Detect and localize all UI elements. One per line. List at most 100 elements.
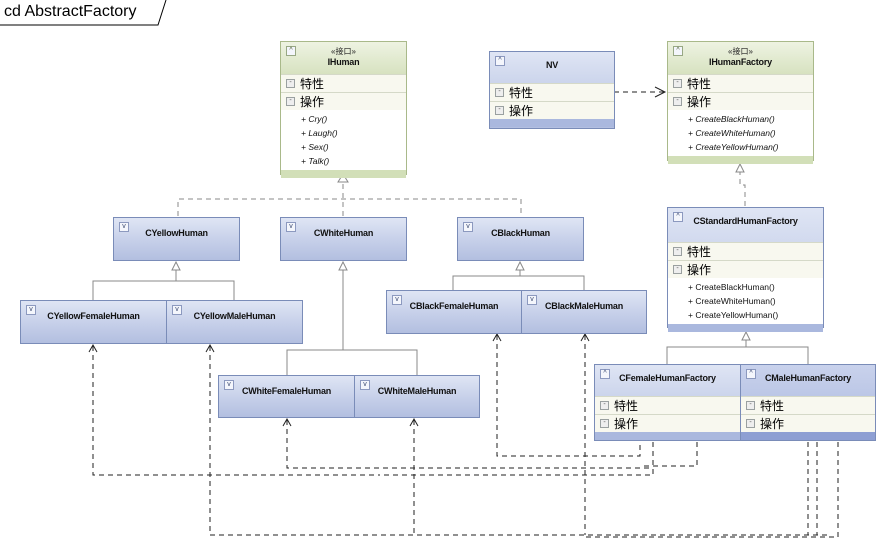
class-name: CWhiteHuman: [313, 228, 374, 238]
operations-section[interactable]: -操作: [490, 101, 614, 119]
operation-item[interactable]: + CreateWhiteHuman(): [688, 296, 776, 306]
minus-box-icon[interactable]: -: [673, 265, 682, 274]
operations-section[interactable]: -操作: [281, 92, 406, 110]
class-name: CFemaleHumanFactory: [619, 373, 716, 383]
minus-box-icon[interactable]: -: [286, 79, 295, 88]
class-footer: [595, 432, 740, 440]
class-header: ^ CMaleHumanFactory: [741, 365, 875, 396]
minus-box-icon[interactable]: -: [495, 88, 504, 97]
realization-arrow-ihuman: [337, 173, 349, 183]
section-label: 操作: [687, 263, 712, 277]
chevron-down-icon[interactable]: v: [119, 222, 129, 232]
class-cfemalehumanfactory[interactable]: ^ CFemaleHumanFactory -特性 -操作: [594, 364, 741, 441]
operation-item[interactable]: + CreateYellowHuman(): [688, 310, 779, 320]
chevron-down-icon[interactable]: v: [26, 305, 36, 315]
class-name: CBlackFemaleHuman: [409, 301, 499, 311]
dependency-arrow-cblackmale: [580, 332, 590, 342]
chevron-down-icon[interactable]: v: [172, 305, 182, 315]
operation-item[interactable]: + CreateYellowHuman(): [688, 142, 779, 152]
chevron-up-icon[interactable]: ^: [673, 212, 683, 222]
class-cwhitefemalehuman[interactable]: v CWhiteFemaleHuman: [218, 375, 355, 418]
class-name: CStandardHumanFactory: [693, 216, 798, 226]
class-cstandardhumanfactory[interactable]: ^ CStandardHumanFactory -特性 -操作 + Create…: [667, 207, 824, 332]
attributes-section[interactable]: -特性: [281, 74, 406, 92]
minus-box-icon[interactable]: -: [673, 247, 682, 256]
dependency-male-factory: [585, 442, 839, 538]
class-footer: [490, 119, 614, 127]
class-ihumanfactory[interactable]: ^ «接口» IHumanFactory -特性 -操作 + CreateBla…: [667, 41, 814, 164]
class-header: ^ CStandardHumanFactory: [668, 208, 823, 242]
section-label: 特性: [687, 245, 712, 259]
operations-section[interactable]: -操作: [595, 414, 740, 432]
operation-item[interactable]: + Cry(): [301, 114, 328, 124]
operations-list: + CreateBlackHuman() + CreateWhiteHuman(…: [668, 110, 813, 156]
minus-box-icon[interactable]: -: [746, 419, 755, 428]
dependency-to-cwhitefemale: [286, 420, 650, 469]
chevron-down-icon[interactable]: v: [527, 295, 537, 305]
chevron-down-icon[interactable]: v: [360, 380, 370, 390]
generalization-factories: [666, 336, 809, 364]
dependency-to-cyellowfemale: [92, 346, 380, 476]
operations-section[interactable]: -操作: [668, 92, 813, 110]
minus-box-icon[interactable]: -: [746, 401, 755, 410]
class-cmalehumanfactory[interactable]: ^ CMaleHumanFactory -特性 -操作: [740, 364, 876, 441]
dependency-female-factory: [380, 442, 698, 476]
diagram-title: cd AbstractFactory: [4, 3, 137, 20]
attributes-section[interactable]: -特性: [490, 83, 614, 101]
chevron-up-icon[interactable]: ^: [286, 46, 296, 56]
class-header: ^ CFemaleHumanFactory: [595, 365, 740, 396]
section-label: 特性: [760, 399, 785, 413]
class-cwhitemalehuman[interactable]: v CWhiteMaleHuman: [354, 375, 480, 418]
section-label: 操作: [614, 417, 639, 431]
class-cwhitehuman[interactable]: v CWhiteHuman: [280, 217, 407, 261]
operation-item[interactable]: + CreateBlackHuman(): [688, 282, 775, 292]
minus-box-icon[interactable]: -: [286, 97, 295, 106]
class-cyellowmalehuman[interactable]: v CYellowMaleHuman: [166, 300, 303, 344]
attributes-section[interactable]: -特性: [668, 74, 813, 92]
stereotype-label: «接口»: [728, 47, 753, 56]
section-label: 特性: [687, 77, 712, 91]
minus-box-icon[interactable]: -: [600, 419, 609, 428]
class-cblackmalehuman[interactable]: v CBlackMaleHuman: [521, 290, 647, 334]
class-name: CMaleHumanFactory: [764, 373, 852, 383]
class-ihuman[interactable]: ^ «接口» IHuman -特性 -操作 + Cry() + Laugh() …: [280, 41, 407, 178]
class-cyellowhuman[interactable]: v CYellowHuman: [113, 217, 240, 261]
class-name: CBlackMaleHuman: [544, 301, 624, 311]
operations-section[interactable]: -操作: [741, 414, 875, 432]
class-name: CYellowHuman: [145, 228, 208, 238]
section-label: 操作: [509, 104, 534, 118]
dependency-to-cblackfemale: [496, 335, 641, 457]
class-name: CWhiteFemaleHuman: [241, 386, 332, 396]
attributes-section[interactable]: -特性: [668, 242, 823, 260]
chevron-down-icon[interactable]: v: [224, 380, 234, 390]
minus-box-icon[interactable]: -: [673, 97, 682, 106]
class-footer: [668, 156, 813, 164]
operation-item[interactable]: + CreateBlackHuman(): [688, 114, 775, 124]
attributes-section[interactable]: -特性: [595, 396, 740, 414]
operations-section[interactable]: -操作: [668, 260, 823, 278]
chevron-down-icon[interactable]: v: [392, 295, 402, 305]
generalization-yellow: [92, 266, 235, 300]
chevron-up-icon[interactable]: ^: [746, 369, 756, 379]
minus-box-icon[interactable]: -: [673, 79, 682, 88]
operation-item[interactable]: + CreateWhiteHuman(): [688, 128, 776, 138]
chevron-up-icon[interactable]: ^: [495, 56, 505, 66]
class-cyellowfemalehuman[interactable]: v CYellowFemaleHuman: [20, 300, 167, 344]
dependency-arrow-cblackfemale: [492, 332, 502, 342]
chevron-down-icon[interactable]: v: [286, 222, 296, 232]
class-cblackhuman[interactable]: v CBlackHuman: [457, 217, 584, 261]
operation-item[interactable]: + Sex(): [301, 142, 329, 152]
class-header: ^ «接口» IHuman: [281, 42, 406, 74]
attributes-section[interactable]: -特性: [741, 396, 875, 414]
class-name: CYellowMaleHuman: [193, 311, 276, 321]
class-nv[interactable]: ^ NV -特性 -操作: [489, 51, 615, 129]
operation-item[interactable]: + Talk(): [301, 156, 330, 166]
minus-box-icon[interactable]: -: [600, 401, 609, 410]
chevron-up-icon[interactable]: ^: [600, 369, 610, 379]
chevron-down-icon[interactable]: v: [463, 222, 473, 232]
chevron-up-icon[interactable]: ^: [673, 46, 683, 56]
minus-box-icon[interactable]: -: [495, 106, 504, 115]
operation-item[interactable]: + Laugh(): [301, 128, 338, 138]
class-cblackfemalehuman[interactable]: v CBlackFemaleHuman: [386, 290, 522, 334]
